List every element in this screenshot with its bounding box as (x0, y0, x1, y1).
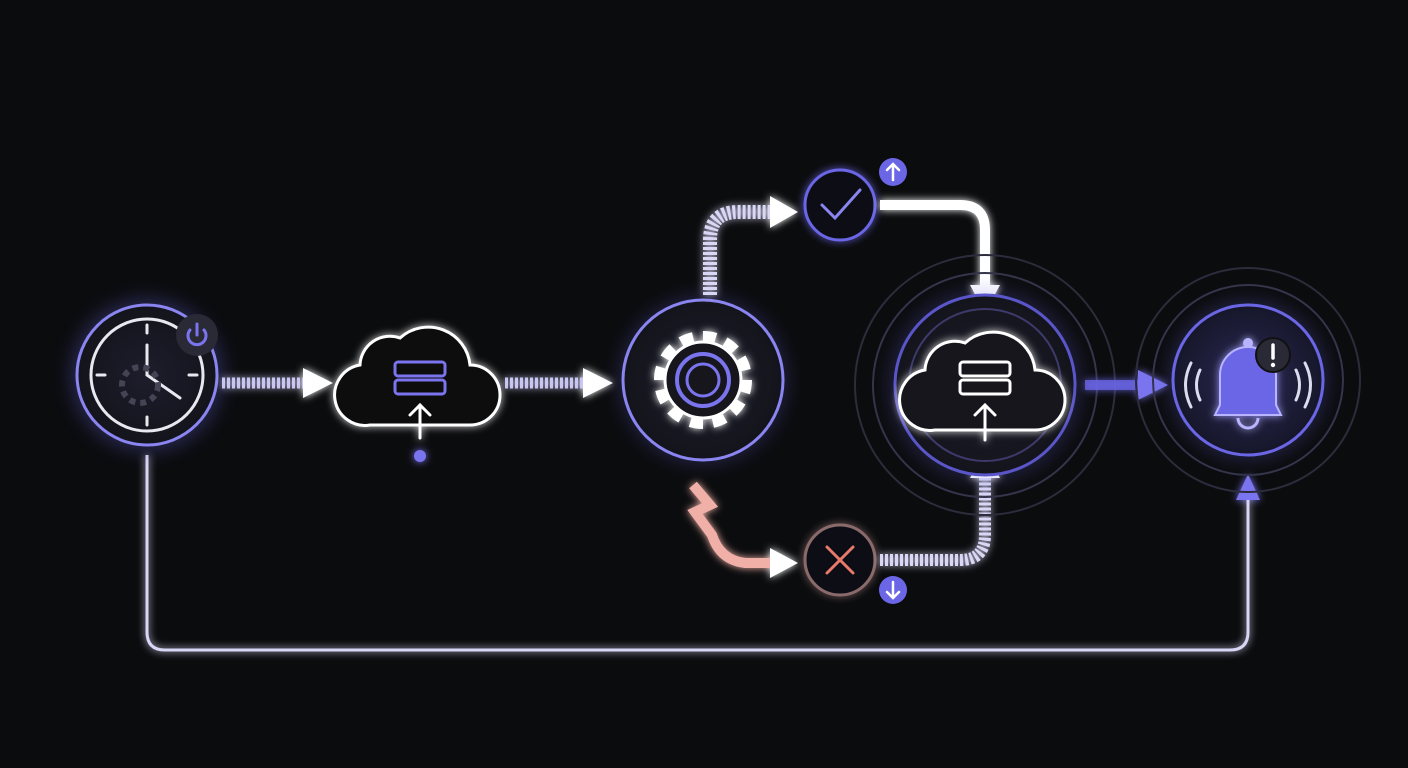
ring-waves-icon (1184, 361, 1312, 409)
server-icon (393, 360, 447, 396)
server-icon (958, 360, 1012, 396)
exclamation-icon (1270, 343, 1276, 368)
arrow-down-badge (879, 576, 907, 604)
arrow-up-icon (885, 162, 901, 182)
process-gear-node[interactable] (621, 298, 785, 462)
failure-path (687, 481, 798, 578)
status-dot (414, 450, 426, 462)
upload-to-process-arrow (505, 368, 613, 398)
power-badge[interactable] (176, 314, 218, 356)
clock-icon (89, 317, 205, 433)
arrow-down-icon (885, 580, 901, 600)
return-path-line (145, 455, 1260, 652)
power-icon (186, 322, 208, 347)
upload-cloud-node[interactable] (333, 325, 502, 462)
arrow-up-icon (408, 402, 432, 440)
failure-x-node[interactable] (803, 523, 907, 604)
gear-icon (654, 331, 752, 429)
check-icon (820, 188, 862, 221)
success-check-node[interactable] (803, 158, 907, 242)
storage-cloud-node[interactable] (854, 254, 1116, 516)
scheduler-node[interactable] (72, 300, 222, 450)
scheduler-to-upload-arrow (222, 368, 333, 398)
alert-bell-node[interactable] (1135, 267, 1361, 493)
arrow-up-icon (973, 402, 997, 442)
exclamation-badge (1255, 337, 1291, 373)
success-path (703, 196, 798, 295)
arrowhead-icon (1236, 474, 1260, 500)
gear-icon (119, 364, 161, 406)
x-icon (825, 545, 855, 575)
arrow-up-badge (879, 158, 907, 186)
